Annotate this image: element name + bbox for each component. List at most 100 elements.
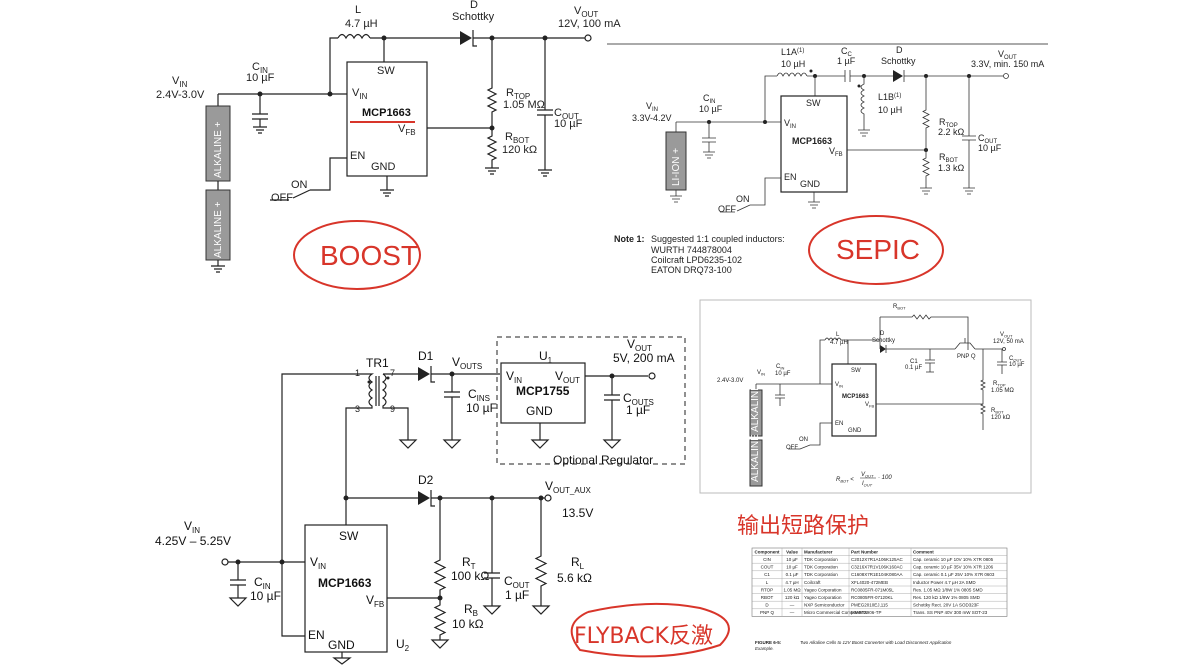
flyback-gnd-4 (602, 439, 622, 449)
flyback-gnd-2 (442, 439, 462, 449)
bom-cell: PMEG2010EJ,115 (851, 603, 888, 608)
flyback-pin-3: 3 (355, 404, 360, 414)
boost-battery-1-label: ALKALINE + (213, 121, 224, 178)
flyback-vouts-label: VOUTS (452, 355, 482, 371)
boost-inductor-value: 4.7 µH (345, 18, 378, 30)
sepic-l1b (858, 76, 870, 137)
bom-cell: RC0805FR-07120KL (851, 595, 894, 600)
sepic-l1b-value: 10 µH (878, 105, 902, 115)
sepic-note-line-2: WURTH 744878004 (651, 245, 732, 255)
flyback-pin-9: 9 (390, 404, 395, 414)
disconnect-ic-en: EN (835, 421, 843, 427)
disconnect-schematic: RBOT L 4.7 µH D Schottky C1 0.1 µF PNP Q… (699, 299, 1032, 539)
bom-header-cell: Comment (913, 549, 934, 554)
flyback-cout-cap (482, 498, 502, 615)
bom-cell: C3216X7R1V106K160AC (851, 565, 904, 570)
boost-diode-bar (472, 30, 477, 47)
boost-ic-gnd-sym (380, 176, 394, 197)
sepic-vout-label: VOUT (998, 49, 1017, 61)
disconnect-c1-value: 0.1 µF (905, 365, 922, 371)
boost-ic-gnd: GND (371, 161, 396, 173)
sepic-diode-label: D (896, 45, 903, 55)
flyback-u2-label: U2 (396, 637, 410, 653)
disconnect-en-on: ON (799, 437, 808, 443)
flyback-ic-gnd: GND (328, 638, 355, 652)
bom-cell: Trans. SS PNP 40V 300 mW SOT-23 (913, 610, 988, 615)
flyback-vin-range: 4.25V – 5.25V (155, 534, 231, 548)
bom-table-frame (751, 547, 1008, 617)
boost-inductor (337, 33, 371, 40)
flyback-rt-label: RT (462, 555, 476, 571)
flyback-d2-label: D2 (418, 473, 434, 487)
boost-wire-left (329, 37, 338, 62)
bom-cell: Cap. ceramic 0.1 µF 25V 10% X7R 0603 (913, 572, 995, 577)
disconnect-rbot-label: RBOT (991, 408, 1004, 415)
boost-battery-2 (205, 189, 231, 261)
disconnect-ic-vin: VIN (835, 382, 843, 389)
flyback-rl (531, 498, 551, 615)
sepic-cin-cap (702, 122, 716, 159)
disconnect-rtop-value: 1.05 MΩ (991, 388, 1014, 394)
flyback-tr1-label: TR1 (366, 356, 389, 370)
bom-caption-text: Two Alkaline Cells to 12V Boost Converte… (800, 640, 952, 645)
sepic-rbot-label: RBOT (939, 152, 958, 164)
disconnect-rbot-top (880, 314, 969, 350)
disconnect-formula-num: VOUT (861, 472, 874, 479)
bom-cell: D (765, 603, 769, 608)
flyback-cin-label: CIN (254, 575, 271, 591)
disconnect-ic-gnd: GND (848, 428, 862, 434)
sepic-rtop-label: RTOP (939, 117, 958, 129)
bom-cell: 0.1 µF (786, 572, 799, 577)
flyback-tr1-primary (281, 373, 374, 498)
bom-cell: Schottky Rect. 20V 1A SOD323F (913, 603, 979, 608)
sepic-cin-value: 10 µF (699, 104, 723, 114)
flyback-annotation-circle (570, 602, 730, 658)
bom-caption-label: FIGURE 6-5: (755, 640, 782, 645)
sepic-cin-label: CIN (703, 93, 716, 105)
sepic-diode (893, 70, 903, 82)
sepic-ic-gnd: GND (800, 179, 821, 189)
flyback-vout-terminal (648, 372, 656, 380)
boost-vout-label: VOUT (574, 5, 598, 19)
disconnect-inductor (824, 337, 880, 341)
flyback-rl-label: RL (571, 555, 585, 571)
flyback-d2-wire (430, 490, 545, 507)
bom-cell: RC0805FR-071M05L (851, 587, 894, 592)
sepic-cc-value: 1 µF (837, 56, 856, 66)
boost-en-off: OFF (271, 192, 293, 204)
flyback-d1-wire (430, 366, 500, 383)
bom-cell: RTOP (761, 587, 773, 592)
bom-cell: 1.05 MΩ (783, 587, 801, 592)
boost-diode-type: Schottky (452, 11, 495, 23)
disconnect-cout-cap (997, 349, 1007, 374)
bom-cell: PNP Q (760, 610, 774, 615)
flyback-couts-value: 1 µF (626, 403, 650, 417)
flyback-d1 (418, 367, 430, 381)
disconnect-rbot-top-label: RBOT (893, 304, 906, 311)
sepic-ic-mcp1663 (780, 95, 848, 193)
bom-cell: 120 kΩ (785, 595, 800, 600)
sepic-rbot-value: 1.3 kΩ (938, 163, 965, 173)
flyback-d1-label: D1 (418, 349, 434, 363)
boost-rbot-value: 120 kΩ (502, 144, 537, 156)
boost-rbot (485, 128, 499, 175)
boost-ic-vin: VIN (352, 87, 368, 101)
flyback-cout-value: 1 µF (505, 588, 529, 602)
flyback-vaux-value: 13.5V (562, 506, 593, 520)
bom-header-cell: Manufacturer (804, 549, 833, 554)
bom-cell: RBOT (761, 595, 774, 600)
disconnect-cin-label: CIN (776, 364, 784, 371)
sepic-cout-cap (962, 76, 976, 195)
sepic-l1a (776, 72, 808, 77)
sepic-cc-cap (807, 70, 893, 82)
sepic-en-switch (720, 177, 781, 213)
flyback-ic-sw: SW (339, 529, 359, 543)
disconnect-d-label: D (880, 331, 885, 337)
sepic-ic-vin: VIN (784, 118, 796, 130)
boost-schematic: L 4.7 µH D Schottky VOUT 12V, 100 mA SW … (156, 0, 621, 290)
sepic-junction-6 (763, 120, 767, 124)
boost-rtop-label: RTOP (506, 87, 530, 101)
disconnect-vin-wire (756, 349, 832, 406)
flyback-cout-label: COUT (504, 574, 530, 590)
boost-vin-label: VIN (172, 75, 188, 89)
